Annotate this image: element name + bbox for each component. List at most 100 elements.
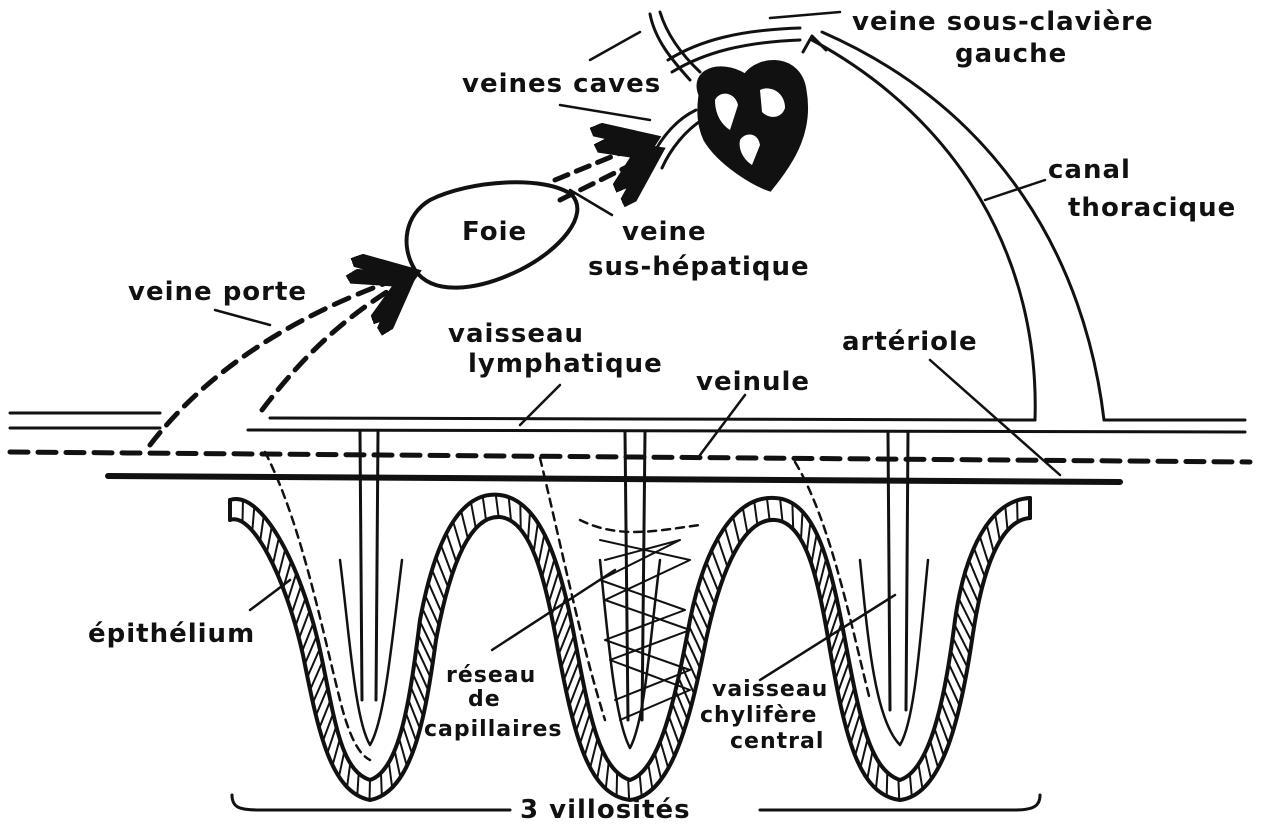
epithelial-cell-wall	[575, 699, 588, 733]
epithelial-cell-wall	[885, 771, 889, 798]
epithelial-cell-wall	[294, 597, 307, 627]
epithelial-cell-wall	[445, 532, 458, 564]
epithelial-cell-wall	[943, 688, 958, 720]
heart-icon	[696, 60, 809, 192]
epithelial-cell-wall	[710, 549, 724, 581]
epithelial-cell-wall	[947, 662, 964, 695]
epithelial-cell-wall	[923, 751, 933, 781]
epithelial-cell-wall	[716, 537, 729, 569]
epithelial-cell-wall	[985, 523, 995, 554]
label-canal: canal	[1048, 155, 1131, 185]
epithelial-cell-wall	[331, 738, 341, 767]
label-lymphatique: lymphatique	[468, 349, 663, 379]
epithelial-cell-wall	[682, 650, 699, 683]
epithelial-cell-wall	[301, 622, 315, 653]
thoracic-duct	[801, 30, 1106, 422]
epithelial-cell-wall	[897, 778, 901, 801]
epithelial-cell-wall	[810, 532, 818, 565]
epithelial-cell-wall	[541, 545, 551, 579]
epithelial-cell-wall	[1004, 505, 1009, 532]
epithelial-cell-wall	[407, 698, 422, 730]
epithelial-cell-wall	[411, 672, 427, 705]
epithelial-cell-wall	[568, 673, 583, 707]
label-veine: veine	[622, 217, 707, 247]
epithelial-cell-wall	[854, 724, 865, 757]
epithelial-cell-wall	[494, 493, 500, 518]
epithelial-cell-wall	[527, 511, 531, 542]
epithelial-cell-wall	[435, 556, 450, 589]
epithelial-cell-wall	[765, 497, 771, 522]
leader-lines	[213, 10, 1062, 682]
epithelial-cell-wall	[693, 599, 710, 631]
epithelial-cell-wall	[481, 495, 488, 522]
epithelial-cell-wall	[723, 526, 735, 557]
epithelial-cell-wall	[387, 761, 394, 789]
epithelial-cell-wall	[303, 635, 318, 666]
label-vaisseau-chylifere: vaisseau	[712, 677, 828, 702]
label-sus-hepatique: sus-hépatique	[588, 252, 810, 282]
epithelial-cell-wall	[271, 536, 280, 566]
epithelial-cell-wall	[667, 714, 681, 746]
epithelial-cell-wall	[326, 725, 338, 755]
mucosa-vessels	[7, 411, 1253, 485]
epithelial-cell-wall	[314, 686, 329, 717]
epithelial-cell-wall	[817, 557, 828, 591]
epithelial-cell-wall	[298, 609, 311, 640]
epithelial-cell-wall	[647, 763, 654, 791]
epithelial-cell-wall	[571, 686, 586, 720]
epithelial-cell-wall	[845, 699, 859, 732]
epithelial-cell-wall	[306, 647, 321, 679]
label-veine-porte: veine porte	[128, 277, 307, 307]
epithelial-cell-wall	[951, 636, 969, 669]
capillary-mesh	[599, 539, 691, 721]
epithelial-cell-wall	[318, 699, 332, 730]
epithelial-cell-wall	[805, 521, 812, 553]
epithelial-cell-wall	[917, 763, 924, 791]
epithelial-cell-wall	[732, 515, 741, 545]
epithelial-cell-wall	[929, 739, 940, 770]
label-arteriole: artériole	[842, 327, 978, 357]
epithelial-cell-wall	[687, 624, 704, 657]
epithelial-cell-wall	[963, 571, 980, 604]
label-vaisseau: vaisseau	[448, 319, 584, 349]
label-epithelium: épithélium	[88, 619, 255, 649]
epithelial-cell-wall	[393, 749, 402, 779]
label-reseau: réseau	[446, 663, 536, 688]
label-foie: Foie	[462, 217, 527, 247]
epithelial-cell-wall	[309, 660, 324, 691]
epithelial-cell-wall	[627, 778, 631, 801]
label-veines-caves: veines caves	[462, 69, 661, 99]
epithelial-cell-wall	[753, 500, 759, 526]
epithelial-cell-wall	[286, 572, 298, 602]
portal-vein-arrows	[147, 278, 400, 448]
epithelial-cell-wall	[940, 701, 954, 733]
epithelial-cell-wall	[321, 712, 335, 742]
epithelial-cell-wall	[565, 660, 581, 694]
label-veinule: veinule	[696, 367, 810, 397]
epithelial-cell-wall	[955, 610, 973, 643]
epithelial-cell-wall	[960, 584, 977, 617]
epithelial-cell-wall	[949, 649, 967, 682]
epithelial-cell-wall	[953, 623, 971, 656]
epithelial-cell-wall	[439, 543, 454, 576]
epithelial-cell-wall	[866, 749, 874, 780]
epithelial-cell-wall	[560, 634, 576, 669]
epithelial-cell-wall	[680, 663, 696, 696]
epithelial-cell-wall	[562, 647, 578, 681]
epithelial-cell-wall	[427, 581, 443, 614]
label-chylifere: chylifère	[700, 703, 817, 728]
epithelial-cell-wall	[356, 772, 360, 797]
epithelial-cells	[241, 493, 1019, 801]
epithelial-cell-wall	[696, 586, 713, 619]
epithelial-cell-wall	[705, 561, 720, 593]
villi-epithelium	[228, 492, 1032, 802]
epithelial-cell-wall	[251, 505, 256, 532]
epithelial-cell-wall	[653, 752, 663, 781]
epithelial-cell-wall	[690, 611, 707, 644]
epithelial-cell-wall	[994, 513, 1001, 542]
epithelial-cell-wall	[836, 660, 851, 694]
epithelial-cell-wall	[557, 621, 573, 656]
epithelial-cell-wall	[945, 675, 961, 708]
epithelial-cell-wall	[417, 633, 434, 666]
label-capillaires: capillaires	[424, 717, 563, 742]
